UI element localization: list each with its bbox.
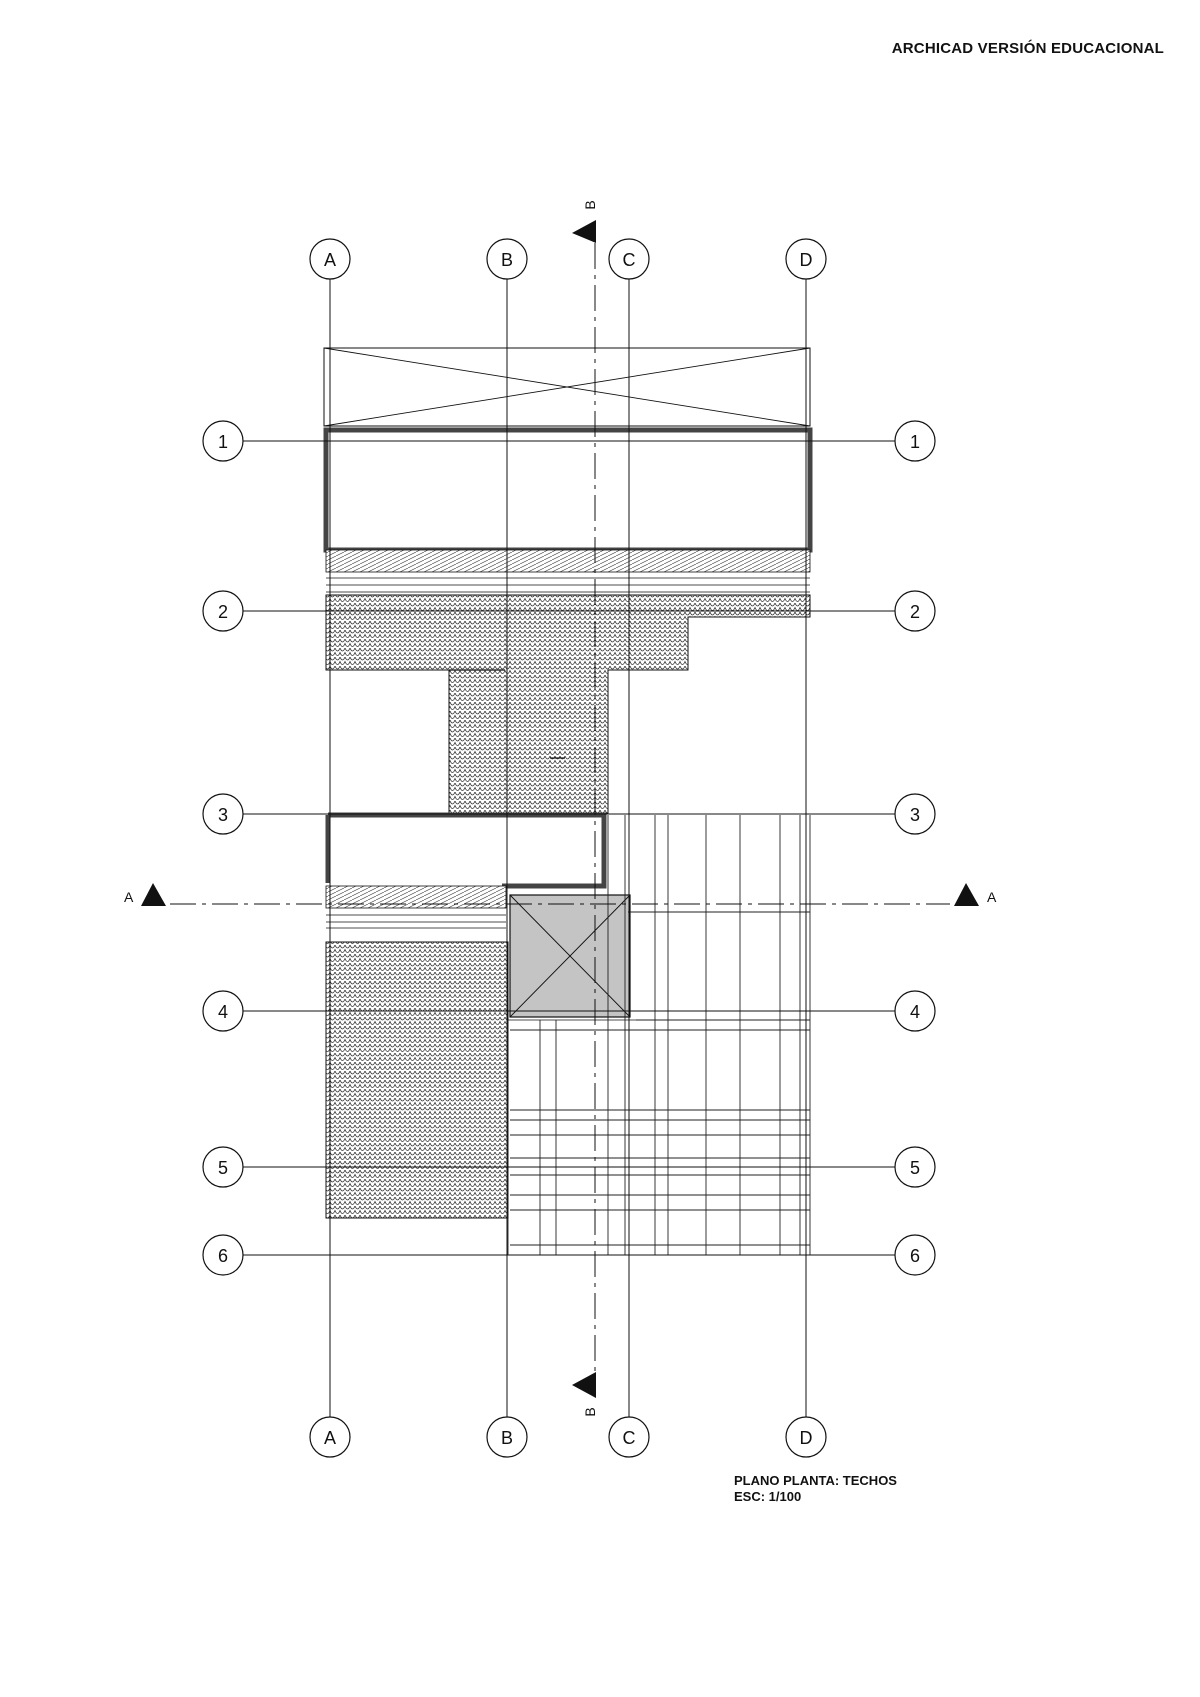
- tile-roof-upper: [325, 594, 811, 814]
- grid-bubble-1-right: [894, 420, 936, 462]
- grid-bubble-B-bottom: [486, 1416, 528, 1458]
- section-label-A-left: A: [124, 889, 134, 905]
- grid-label-3-left: 3: [218, 805, 228, 825]
- grid-bubble-D-bottom: [785, 1416, 827, 1458]
- grid-label-C-top: C: [623, 250, 636, 270]
- roof-block-3: [328, 812, 607, 889]
- grid-bubble-A-bottom: [309, 1416, 351, 1458]
- section-arrow-A-left: [141, 883, 166, 906]
- grid-label-B-top: B: [501, 250, 513, 270]
- grid-bubble-3-left: [202, 793, 244, 835]
- hatch-band-1: [325, 549, 811, 573]
- grid-label-C-bottom: C: [623, 1428, 636, 1448]
- grid-bubble-6-left: [202, 1234, 244, 1276]
- grid-bubble-2-right: [894, 590, 936, 632]
- grid-label-5-right: 5: [910, 1158, 920, 1178]
- hatch-band-3: [325, 885, 507, 909]
- grid-bubble-1-left: [202, 420, 244, 462]
- grid-label-6-left: 6: [218, 1246, 228, 1266]
- section-label-B-bottom: B: [582, 1407, 598, 1416]
- section-arrow-A-right: [954, 883, 979, 906]
- section-arrow-B-top: [572, 220, 596, 243]
- grid-bubble-4-left: [202, 990, 244, 1032]
- grid-bubble-4-right: [894, 990, 936, 1032]
- grid-bubble-3-right: [894, 793, 936, 835]
- drawing-title: PLANO PLANTA: TECHOS: [734, 1473, 897, 1488]
- grid-bubble-5-right: [894, 1146, 936, 1188]
- grid-label-4-left: 4: [218, 1002, 228, 1022]
- grid-label-D-bottom: D: [800, 1428, 813, 1448]
- grid-label-1-left: 1: [218, 432, 228, 452]
- grid-label-3-right: 3: [910, 805, 920, 825]
- grid-label-4-right: 4: [910, 1002, 920, 1022]
- title-block: PLANO PLANTA: TECHOS ESC: 1/100: [734, 1473, 897, 1505]
- drawing-scale: ESC: 1/100: [734, 1489, 802, 1504]
- grid-bubble-6-right: [894, 1234, 936, 1276]
- grid-label-2-left: 2: [218, 602, 228, 622]
- grid-label-A-bottom: A: [324, 1428, 336, 1448]
- section-cut-lines: [170, 243, 950, 1372]
- grid-bubble-5-left: [202, 1146, 244, 1188]
- roof-block-1: [323, 427, 813, 553]
- pergola-grid: [507, 815, 811, 1256]
- grid-label-B-bottom: B: [501, 1428, 513, 1448]
- section-label-B-top: B: [582, 200, 598, 209]
- grid-bubble-B-top: [486, 238, 528, 280]
- grid-label-1-right: 1: [910, 432, 920, 452]
- tile-roof-lower: [325, 941, 509, 1219]
- grid-label-5-left: 5: [218, 1158, 228, 1178]
- grid-label-6-right: 6: [910, 1246, 920, 1266]
- grid-bubble-2-left: [202, 590, 244, 632]
- grid-lines: [243, 279, 895, 1417]
- section-markers: [141, 220, 979, 1398]
- grid-bubble-C-top: [608, 238, 650, 280]
- grid-bubble-A-top: [309, 238, 351, 280]
- grid-label-2-right: 2: [910, 602, 920, 622]
- watermark-text: ARCHICAD VERSIÓN EDUCACIONAL: [891, 40, 1164, 57]
- roof-surfaces: [323, 347, 813, 1256]
- grid-bubble-C-bottom: [608, 1416, 650, 1458]
- grid-label-A-top: A: [324, 250, 336, 270]
- grid-bubble-D-top: [785, 238, 827, 280]
- section-label-A-right: A: [987, 889, 997, 905]
- section-arrow-B-bottom: [572, 1372, 596, 1398]
- grid-label-D-top: D: [800, 250, 813, 270]
